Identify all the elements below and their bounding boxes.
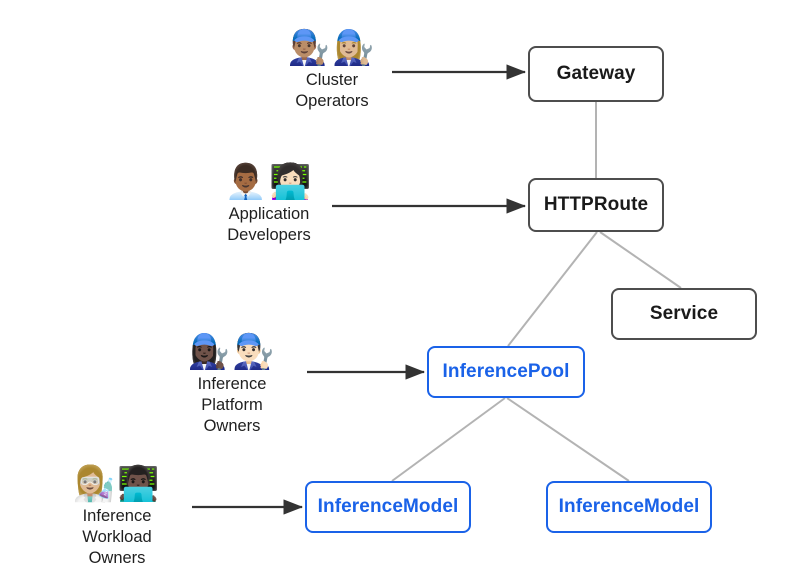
persona-label: Cluster Operators [295, 71, 369, 110]
connector-httproute-inferencepool [507, 231, 598, 347]
connector-layer [391, 102, 682, 482]
persona-inference-platform-owners: 👩🏿‍🔧👨🏻‍🔧Inference Platform Owners [180, 332, 284, 437]
node-httproute[interactable]: HTTPRoute [528, 178, 664, 232]
node-inferencepool[interactable]: InferencePool [427, 346, 585, 398]
node-label: InferenceModel [558, 496, 700, 517]
persona-inference-workload-owners: 👩🏼‍🔬👨🏿‍💻Inference Workload Owners [65, 464, 169, 569]
node-inferencemodel-right[interactable]: InferenceModel [546, 481, 712, 533]
node-gateway[interactable]: Gateway [528, 46, 664, 102]
node-label: Service [649, 303, 719, 324]
woman-construction-worker-icon-man-construction-worker-icon: 👩🏿‍🔧👨🏻‍🔧 [187, 332, 277, 372]
node-service[interactable]: Service [611, 288, 757, 340]
persona-label: Inference Workload Owners [82, 507, 152, 567]
connector-pool-model-left [391, 397, 506, 482]
node-inferencemodel-left[interactable]: InferenceModel [305, 481, 471, 533]
node-label: InferenceModel [317, 496, 459, 517]
woman-scientist-icon-man-technologist-icon: 👩🏼‍🔬👨🏿‍💻 [72, 464, 162, 504]
man-mechanic-icon-woman-mechanic-icon: 👨🏽‍🔧👩🏼‍🔧 [287, 28, 377, 68]
persona-label: Application Developers [227, 205, 311, 244]
persona-cluster-operators: 👨🏽‍🔧👩🏼‍🔧Cluster Operators [280, 28, 384, 112]
connector-httproute-service [599, 231, 682, 289]
persona-label: Inference Platform Owners [197, 375, 267, 435]
man-office-worker-icon-woman-technologist-icon: 👨🏾‍💼👩🏻‍💻 [224, 162, 314, 202]
persona-application-developers: 👨🏾‍💼👩🏻‍💻Application Developers [217, 162, 321, 246]
connector-pool-model-right [506, 397, 630, 482]
node-label: HTTPRoute [543, 194, 649, 215]
arrow-layer [192, 64, 527, 515]
node-label: InferencePool [442, 361, 570, 382]
node-label: Gateway [556, 63, 636, 84]
